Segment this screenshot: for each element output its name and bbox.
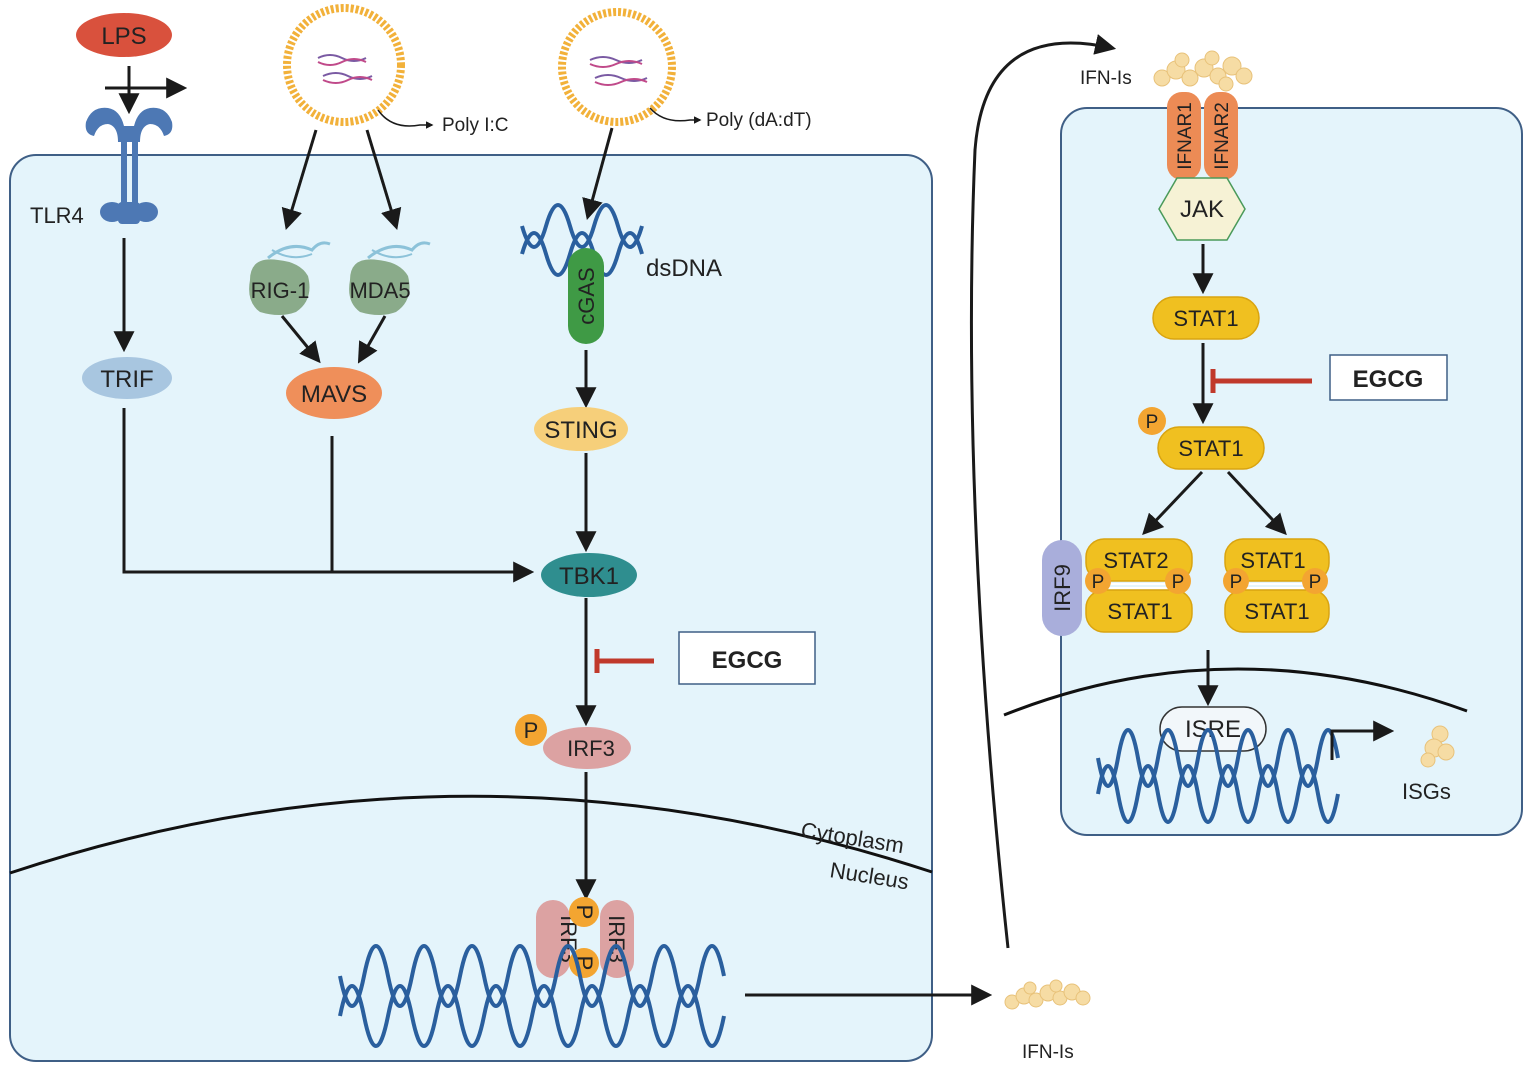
ifn-label-top: IFN-Is xyxy=(1080,68,1132,89)
svg-text:IRF3: IRF3 xyxy=(567,736,615,761)
svg-text:P: P xyxy=(1146,412,1159,433)
svg-text:STAT1: STAT1 xyxy=(1240,548,1305,573)
svg-text:P: P xyxy=(524,718,539,743)
svg-text:MAVS: MAVS xyxy=(301,381,367,408)
poly-ic-label: Poly I:C xyxy=(442,115,509,136)
isgs-cluster xyxy=(1420,725,1455,768)
isgs-label: ISGs xyxy=(1402,779,1451,804)
right-cell xyxy=(1060,107,1523,836)
dsdna-label: dsDNA xyxy=(646,255,722,282)
trif-node: TRIF xyxy=(82,357,172,399)
svg-text:P: P xyxy=(1172,572,1185,593)
poly-ic-vesicle xyxy=(283,4,405,126)
dsdna-helix xyxy=(520,203,644,277)
svg-text:P: P xyxy=(1309,572,1322,593)
jak-node: JAK xyxy=(1158,177,1246,241)
cgas-node: cGAS xyxy=(568,248,604,344)
ifn-cluster-top xyxy=(1153,50,1253,92)
svg-text:STAT1: STAT1 xyxy=(1173,306,1238,331)
svg-text:TRIF: TRIF xyxy=(100,366,153,393)
tbk1-node: TBK1 xyxy=(541,553,637,597)
egcg-box-left: EGCG xyxy=(678,631,816,685)
poly-dadt-vesicle xyxy=(558,8,676,126)
svg-text:EGCG: EGCG xyxy=(712,647,783,674)
tlr4-receptor xyxy=(85,107,173,224)
stat1-node: STAT1 xyxy=(1152,296,1260,340)
svg-text:JAK: JAK xyxy=(1180,196,1224,223)
ifn-label-bottom: IFN-Is xyxy=(1022,1042,1074,1063)
svg-text:IFNAR1: IFNAR1 xyxy=(1175,102,1196,170)
mavs-node: MAVS xyxy=(286,367,382,419)
svg-text:IRF9: IRF9 xyxy=(1050,564,1075,612)
egcg-inhibition-left xyxy=(594,649,654,673)
tlr4-label: TLR4 xyxy=(30,203,84,228)
nuclear-dna-right xyxy=(1096,728,1340,824)
svg-text:IFNAR2: IFNAR2 xyxy=(1212,102,1233,170)
mda5-node: MDA5 xyxy=(349,241,431,315)
svg-text:RIG-1: RIG-1 xyxy=(251,278,310,303)
svg-text:EGCG: EGCG xyxy=(1353,366,1424,393)
nuclear-membrane-right xyxy=(1003,667,1468,717)
svg-text:STAT1: STAT1 xyxy=(1107,599,1172,624)
nuclear-dna-left xyxy=(338,944,726,1048)
nuclear-membrane-left xyxy=(9,794,933,875)
svg-text:P: P xyxy=(1230,572,1243,593)
svg-text:cGAS: cGAS xyxy=(574,267,599,324)
egcg-inhibition-right xyxy=(1210,369,1312,393)
svg-text:STING: STING xyxy=(544,417,617,444)
svg-text:STAT1: STAT1 xyxy=(1244,599,1309,624)
ifnar-receptor: IFNAR1 IFNAR2 xyxy=(1167,92,1238,180)
stat1-phospho-node: STAT1 P xyxy=(1138,407,1265,470)
lps-ligand: LPS xyxy=(76,13,172,57)
egcg-box-right: EGCG xyxy=(1329,354,1448,401)
isgf3-complex: IRF9 STAT2 STAT1 P P xyxy=(1042,538,1193,636)
svg-text:MDA5: MDA5 xyxy=(349,278,410,303)
svg-text:TBK1: TBK1 xyxy=(559,563,619,590)
lps-label: LPS xyxy=(101,23,146,50)
svg-text:P: P xyxy=(1092,572,1105,593)
ifn-cluster-bottom xyxy=(1004,979,1091,1010)
svg-text:STAT1: STAT1 xyxy=(1178,436,1243,461)
svg-text:STAT2: STAT2 xyxy=(1103,548,1168,573)
svg-text:P: P xyxy=(572,905,597,920)
poly-dadt-label: Poly (dA:dT) xyxy=(706,110,812,131)
rig1-node: RIG-1 xyxy=(249,241,331,315)
sting-node: STING xyxy=(534,407,628,451)
stat1-homodimer: STAT1 STAT1 P P xyxy=(1223,538,1330,633)
main-cell xyxy=(9,154,933,1062)
irf3-phospho-node: IRF3 P xyxy=(515,714,631,769)
